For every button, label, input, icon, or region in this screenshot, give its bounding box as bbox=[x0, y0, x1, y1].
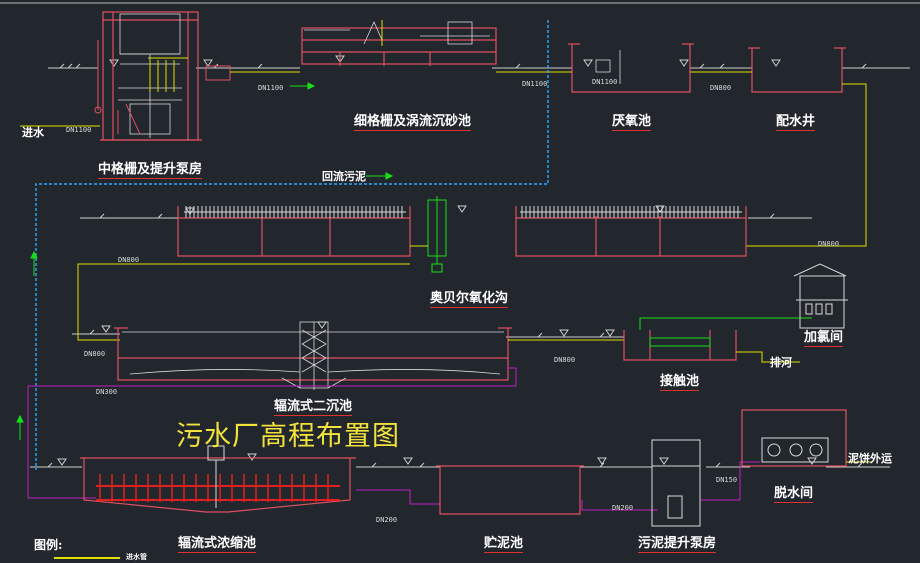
orbal-ditch-label: 奥贝尔氧化沟 bbox=[430, 291, 509, 308]
cake-out-label: 泥饼外运 bbox=[848, 452, 892, 465]
thickener-structure bbox=[80, 457, 356, 513]
pipe-label: DN1100 bbox=[592, 78, 618, 86]
sludge-line bbox=[27, 367, 517, 499]
secondary-clarifier-structure bbox=[114, 327, 512, 381]
sludge-storage-label: 贮泥池 bbox=[484, 536, 524, 553]
pipe-label: DN800 bbox=[710, 84, 732, 92]
pipe-label: DN200 bbox=[612, 504, 634, 512]
return-sludge-line bbox=[35, 20, 549, 470]
chlorination-room-label: 加氯间 bbox=[804, 330, 844, 347]
orbal-ditch-structure bbox=[177, 206, 747, 257]
discharge-label: 排河 bbox=[770, 356, 792, 369]
contact-tank-label: 接触池 bbox=[660, 374, 700, 391]
sludge-storage-structure bbox=[436, 465, 584, 515]
bar-screen-pump-house-label: 中格栅及提升泵房 bbox=[98, 162, 203, 179]
pipe-label: DN1100 bbox=[258, 84, 284, 92]
pipe-label: DN150 bbox=[716, 476, 738, 484]
pipe-label: DN800 bbox=[554, 356, 576, 364]
sludge-pump-house-building bbox=[651, 439, 701, 527]
anaerobic-tank-label: 厌氧池 bbox=[612, 114, 652, 131]
contact-tank-structure bbox=[623, 330, 737, 361]
pipe-label: DN800 bbox=[818, 240, 840, 248]
dewatering-room-structure bbox=[741, 409, 847, 467]
secondary-clarifier-label: 辐流式二沉池 bbox=[274, 399, 353, 416]
bar-screen-pump-house-structure bbox=[100, 11, 202, 141]
pipe-label: DN800 bbox=[84, 350, 106, 358]
drawing-title: 污水厂高程布置图 bbox=[176, 421, 400, 452]
pipe-label: DN1100 bbox=[522, 80, 548, 88]
distribution-well-label: 配水井 bbox=[776, 114, 816, 131]
fine-screen-grit-label: 细格栅及涡流沉砂池 bbox=[354, 114, 472, 131]
pipe-label: DN1100 bbox=[66, 126, 92, 134]
sludge-pump-house-label: 污泥提升泵房 bbox=[638, 536, 717, 553]
pipe-label: DN300 bbox=[96, 388, 118, 396]
pipe-label: DN800 bbox=[118, 256, 140, 264]
inflow-label: 进水 bbox=[22, 126, 44, 139]
fine-screen-grit-structure bbox=[301, 27, 497, 66]
anaerobic-tank-structure bbox=[568, 43, 694, 93]
distribution-well-structure bbox=[748, 47, 846, 93]
thickener-label: 辐流式浓缩池 bbox=[178, 536, 257, 553]
ground-lines bbox=[30, 67, 910, 468]
dewatering-room-label: 脱水间 bbox=[774, 486, 814, 503]
legend-heading: 图例: bbox=[34, 538, 63, 552]
legend-item: 进水管 bbox=[126, 552, 147, 561]
return-sludge-label: 回流污泥 bbox=[322, 170, 366, 183]
pipe-label: DN200 bbox=[376, 516, 398, 524]
chlorination-room-building bbox=[793, 263, 848, 329]
